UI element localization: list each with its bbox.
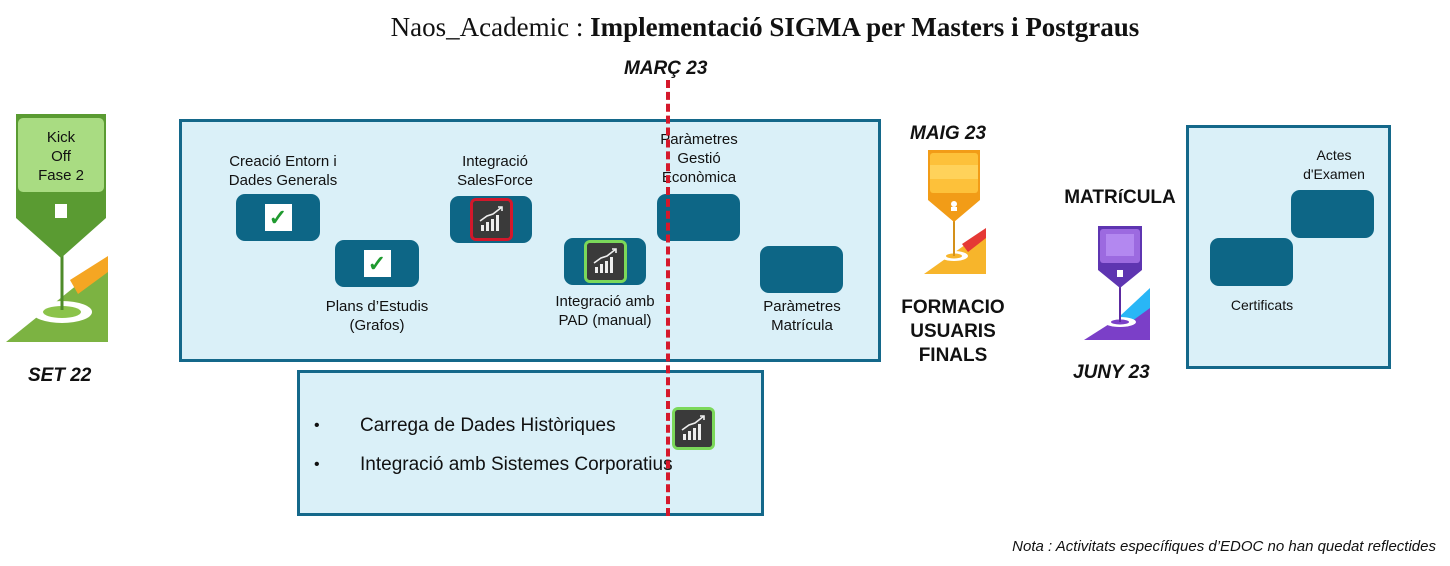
bullet-marker: • — [314, 417, 320, 434]
kickoff-date: SET 22 — [28, 365, 92, 386]
kickoff-label: Kick Off Fase 2 — [38, 129, 84, 184]
kickoff-pin-icon — [6, 114, 108, 342]
formacio-label: FORMACIO USUARIS FINALS — [901, 297, 1005, 366]
page-title: Naos_Academic : Implementació SIGMA per … — [0, 12, 1450, 43]
footnote: Nota : Activitats específiques d’EDOC no… — [1012, 538, 1436, 555]
task-salesforce-tile[interactable] — [450, 196, 532, 243]
formacio-pin-icon — [924, 150, 986, 274]
actes-tile[interactable] — [1291, 190, 1374, 238]
task-pad-tile[interactable] — [564, 238, 646, 285]
check-icon: ✓ — [363, 250, 391, 277]
formacio-date: MAIG 23 — [910, 123, 987, 144]
current-date-line — [666, 80, 670, 516]
task-pad-label: Integració amb PAD (manual) — [555, 293, 655, 329]
matricula-label: MATRíCULA — [1064, 187, 1176, 208]
trend-chart-icon — [586, 243, 624, 280]
task-creacio-entorn-label: Creació Entorn i Dades Generals — [228, 153, 338, 189]
task-parametres-gestio-tile[interactable] — [657, 194, 740, 241]
check-icon: ✓ — [264, 204, 292, 231]
migration-item: Carrega de Dades Històriques — [360, 415, 616, 436]
title-project: Naos_Academic — [390, 12, 570, 42]
task-salesforce-label: Integració SalesForce — [457, 153, 533, 189]
matricula-pin-icon — [1084, 226, 1150, 340]
task-parametres-matricula-label: Paràmetres Matrícula — [763, 298, 841, 334]
task-parametres-gestio-label: Paràmetres Gestió Econòmica — [660, 131, 738, 186]
task-creacio-entorn-tile[interactable]: ✓ — [236, 194, 320, 241]
kickoff-milestone: Kick Off Fase 2 — [0, 110, 120, 350]
trend-chart-icon — [472, 201, 510, 238]
marker-date: MARÇ 23 — [624, 58, 708, 79]
title-separator: : — [569, 12, 591, 42]
migration-item: Integració amb Sistemes Corporatius — [360, 454, 673, 475]
trend-chart-icon — [675, 410, 712, 447]
task-plans-estudis-tile[interactable]: ✓ — [335, 240, 419, 287]
bullet-marker: • — [314, 456, 320, 473]
matricula-date: JUNY 23 — [1073, 362, 1150, 383]
task-plans-estudis-label: Plans d’Estudis (Grafos) — [325, 298, 429, 334]
certificats-tile[interactable] — [1210, 238, 1293, 286]
title-main: Implementació SIGMA per Masters i Postgr… — [590, 12, 1140, 42]
actes-label: Actes d'Examen — [1303, 147, 1365, 182]
certificats-label: Certificats — [1230, 297, 1294, 313]
task-parametres-matricula-tile[interactable] — [760, 246, 843, 293]
